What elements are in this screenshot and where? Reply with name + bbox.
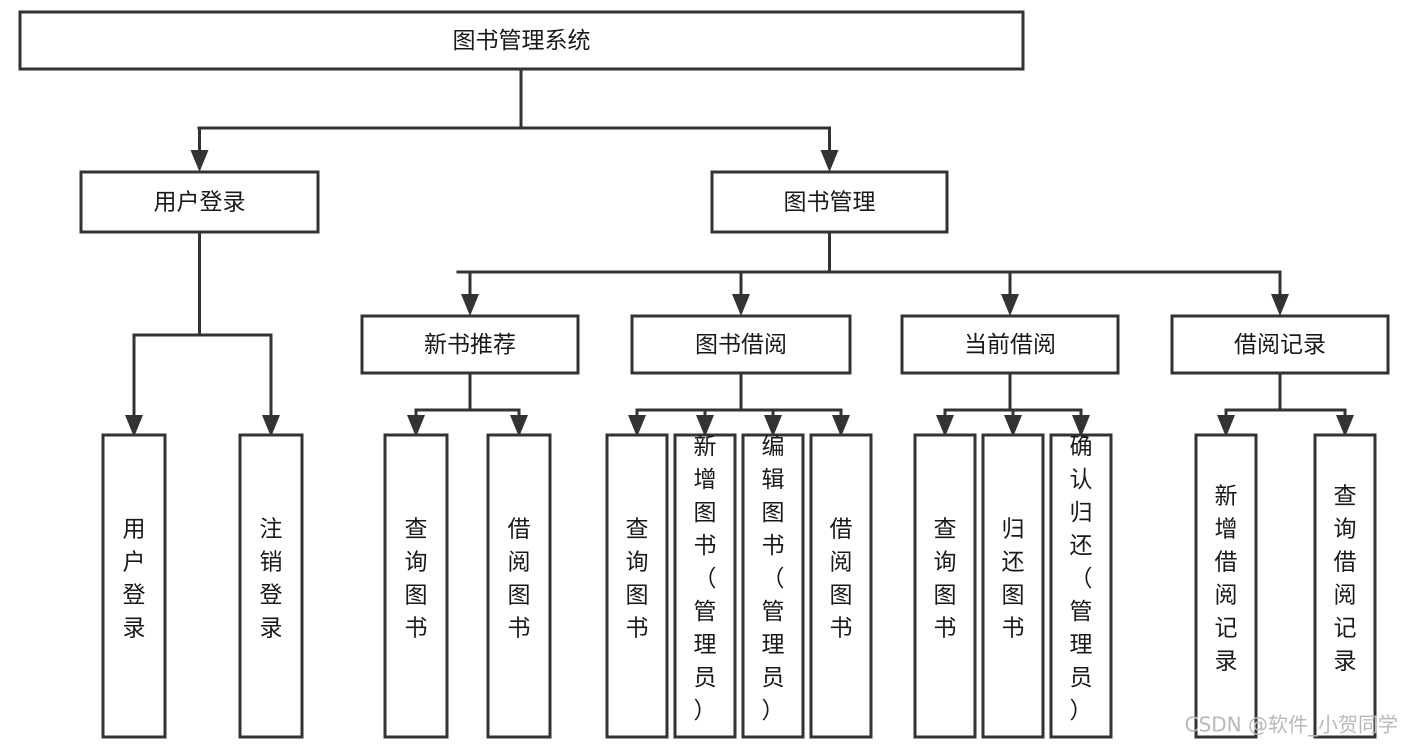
node-label-leaf-confirm-return-admin: 确认归还（管理员） <box>1070 434 1093 724</box>
node-label-leaf-add-borrow-record: 新增借阅记录 <box>1215 484 1238 675</box>
arrow-to-leaf-return-book <box>1004 415 1022 437</box>
node-root[interactable]: 图书管理系统 <box>18 10 1025 71</box>
node-leaf-query-borrow-record[interactable]: 查询借阅记录 <box>1313 433 1377 739</box>
node-leaf-return-book[interactable]: 归还图书 <box>981 433 1045 739</box>
arrow-to-leaf-user-login <box>125 415 143 437</box>
node-leaf-confirm-return-admin[interactable]: 确认归还（管理员） <box>1049 433 1113 739</box>
node-box-leaf-borrow-book <box>809 433 873 739</box>
node-label-leaf-query-book-current: 查询图书 <box>934 517 957 642</box>
arrow-to-leaf-query-book-current <box>936 415 954 437</box>
node-leaf-query-book-current[interactable]: 查询图书 <box>913 433 977 739</box>
csdn-watermark: CSDN @软件_小贺同学 <box>1185 713 1398 737</box>
node-label-new-book-recommend: 新书推荐 <box>424 332 516 358</box>
node-label-current-borrow: 当前借阅 <box>964 332 1056 358</box>
arrow-to-leaf-borrow-book <box>832 415 850 437</box>
node-leaf-add-book-admin[interactable]: 新增图书（管理员） <box>673 433 737 739</box>
node-book-borrow[interactable]: 图书借阅 <box>630 314 852 375</box>
node-box-leaf-borrow-book-recommend <box>486 433 552 739</box>
node-label-leaf-logout-login: 注销登录 <box>260 517 283 642</box>
node-book-manage[interactable]: 图书管理 <box>710 170 949 234</box>
node-box-book-borrow <box>630 314 852 375</box>
node-leaf-query-book-borrow[interactable]: 查询图书 <box>605 433 669 739</box>
arrow-to-borrow-record <box>1271 294 1289 316</box>
node-box-root <box>18 10 1025 71</box>
arrow-to-leaf-confirm-return-admin <box>1072 415 1090 437</box>
arrow-to-leaf-add-borrow-record <box>1217 415 1235 437</box>
node-box-leaf-query-book-current <box>913 433 977 739</box>
node-leaf-borrow-book[interactable]: 借阅图书 <box>809 433 873 739</box>
node-current-borrow[interactable]: 当前借阅 <box>900 314 1120 375</box>
node-label-leaf-query-book-recommend: 查询图书 <box>405 517 428 642</box>
node-box-user-login <box>79 170 320 234</box>
node-leaf-query-book-recommend[interactable]: 查询图书 <box>383 433 449 739</box>
node-new-book-recommend[interactable]: 新书推荐 <box>360 314 580 375</box>
node-box-leaf-logout-login <box>238 433 304 739</box>
node-box-leaf-edit-book-admin <box>741 433 805 739</box>
node-box-book-manage <box>710 170 949 234</box>
node-box-leaf-user-login <box>101 433 167 739</box>
arrow-to-leaf-logout-login <box>262 415 280 437</box>
arrow-to-new-book-recommend <box>461 294 479 316</box>
node-label-leaf-query-borrow-record: 查询借阅记录 <box>1334 484 1357 675</box>
arrow-to-leaf-edit-book-admin <box>764 415 782 437</box>
node-box-leaf-confirm-return-admin <box>1049 433 1113 739</box>
arrow-to-book-manage <box>820 150 839 172</box>
node-label-leaf-query-book-borrow: 查询图书 <box>626 517 649 642</box>
node-label-leaf-edit-book-admin: 编辑图书（管理员） <box>762 434 785 724</box>
node-box-leaf-query-borrow-record <box>1313 433 1377 739</box>
arrow-to-leaf-borrow-book-recommend <box>510 415 528 437</box>
node-label-borrow-record: 借阅记录 <box>1234 332 1326 358</box>
arrow-to-leaf-query-borrow-record <box>1336 415 1354 437</box>
node-layer: 图书管理系统用户登录图书管理新书推荐图书借阅当前借阅借阅记录用户登录注销登录查询… <box>18 10 1390 739</box>
node-leaf-add-borrow-record[interactable]: 新增借阅记录 <box>1194 433 1258 739</box>
node-leaf-logout-login[interactable]: 注销登录 <box>238 433 304 739</box>
node-box-leaf-query-book-recommend <box>383 433 449 739</box>
node-box-leaf-add-book-admin <box>673 433 737 739</box>
node-label-root: 图书管理系统 <box>453 28 591 54</box>
arrow-to-user-login <box>190 150 209 172</box>
node-borrow-record[interactable]: 借阅记录 <box>1170 314 1390 375</box>
node-label-book-borrow: 图书借阅 <box>695 332 787 358</box>
arrow-to-leaf-add-book-admin <box>696 415 714 437</box>
node-label-leaf-return-book: 归还图书 <box>1002 517 1025 642</box>
node-label-leaf-user-login: 用户登录 <box>123 517 146 642</box>
node-box-current-borrow <box>900 314 1120 375</box>
node-leaf-borrow-book-recommend[interactable]: 借阅图书 <box>486 433 552 739</box>
node-box-new-book-recommend <box>360 314 580 375</box>
node-leaf-user-login[interactable]: 用户登录 <box>101 433 167 739</box>
node-box-leaf-query-book-borrow <box>605 433 669 739</box>
node-box-leaf-return-book <box>981 433 1045 739</box>
watermark-layer: CSDN @软件_小贺同学 <box>1185 713 1398 737</box>
node-label-user-login: 用户登录 <box>154 190 246 216</box>
arrow-to-book-borrow <box>732 294 750 316</box>
arrow-to-leaf-query-book-borrow <box>628 415 646 437</box>
node-label-leaf-borrow-book-recommend: 借阅图书 <box>508 517 531 642</box>
arrow-to-leaf-query-book-recommend <box>407 415 425 437</box>
node-label-leaf-borrow-book: 借阅图书 <box>830 517 853 642</box>
node-box-borrow-record <box>1170 314 1390 375</box>
arrow-to-current-borrow <box>1001 294 1019 316</box>
connector-layer <box>125 67 1354 437</box>
node-user-login[interactable]: 用户登录 <box>79 170 320 234</box>
node-leaf-edit-book-admin[interactable]: 编辑图书（管理员） <box>741 433 805 739</box>
node-label-leaf-add-book-admin: 新增图书（管理员） <box>694 434 717 724</box>
node-label-book-manage: 图书管理 <box>784 190 876 216</box>
node-box-leaf-add-borrow-record <box>1194 433 1258 739</box>
